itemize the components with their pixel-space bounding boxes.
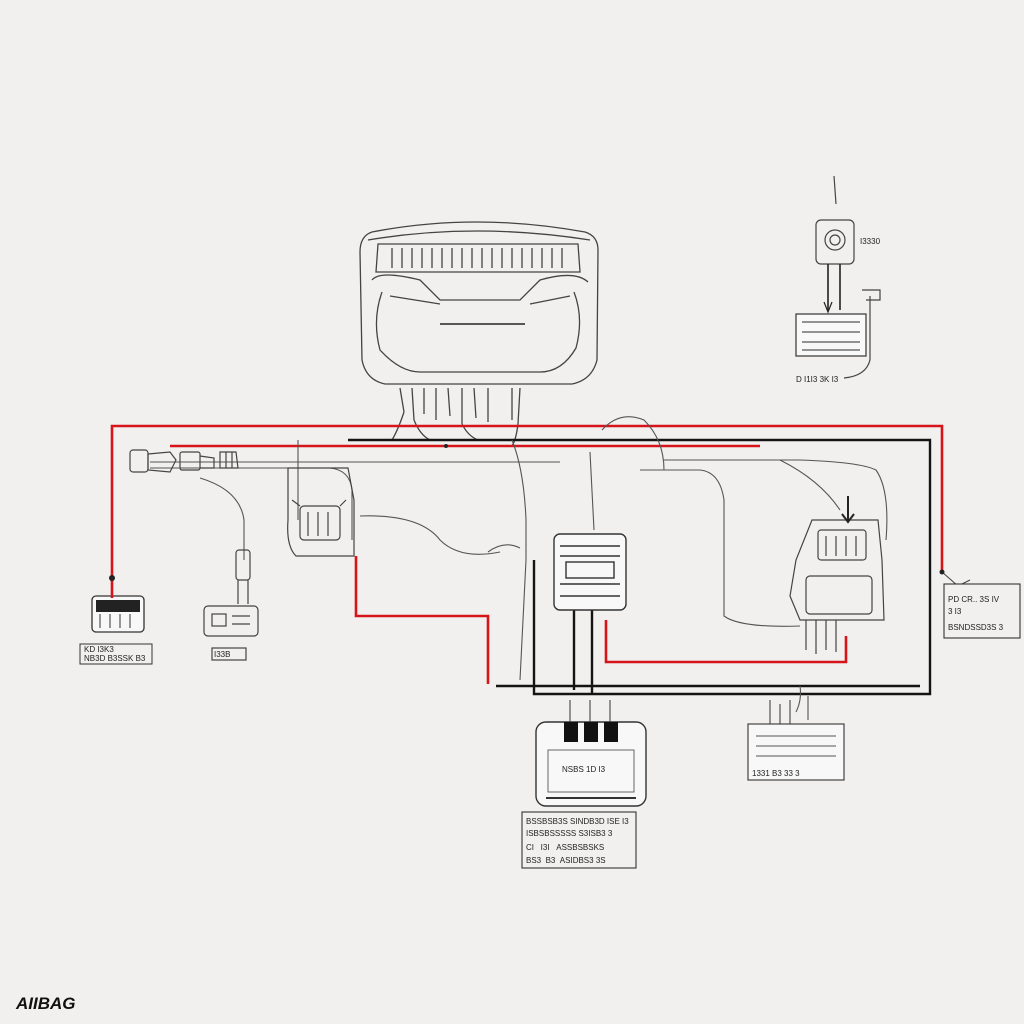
bottom-caption-line3: CI I3I ASSBSBSKS	[526, 843, 604, 852]
connector-plug-icon	[129, 449, 239, 473]
control-module-icon	[79, 586, 153, 665]
left-box-label-2: NB3D B3SSK B3	[84, 654, 146, 663]
airbag-sensor-icon	[203, 549, 259, 661]
center-module-label: NSBS 1D I3	[562, 765, 606, 774]
signal-wires	[150, 416, 888, 720]
bottom-right-module	[747, 700, 845, 781]
battery-module-icon	[535, 700, 647, 807]
bottom-caption-line1: BSSBSB3S SINDB3D ISE I3	[526, 817, 629, 826]
right-box-line3: BSNDSSD3S 3	[948, 623, 1004, 632]
bottom-right-label: 1331 B3 33 3	[752, 769, 800, 778]
left-sensor-label: I33B	[214, 650, 230, 659]
dashboard-unit-icon	[359, 221, 599, 447]
top-right-module-label: D I1I3 3K I3	[796, 375, 839, 384]
right-box-line1: PD CR.. 3S IV	[948, 595, 1000, 604]
corner-title: AIIBAG	[16, 994, 76, 1013]
left-box-label: KD I3K3	[84, 645, 145, 654]
right-info-box	[941, 571, 1021, 639]
red-wire-harness	[110, 424, 944, 684]
bottom-caption-box	[521, 811, 637, 869]
camera-sensor-icon	[795, 175, 881, 379]
top-right-chip-label: I3330	[860, 237, 881, 246]
bottom-caption-line4: BS3 B3 ASIDBS3 3S	[526, 856, 606, 865]
center-control-module	[553, 533, 627, 611]
relay-block-icon	[287, 467, 355, 557]
bottom-caption-line2: ISBSBSSSSS S3ISB3 3	[526, 829, 613, 838]
relay-block-icon	[789, 496, 885, 654]
junction-dots	[109, 444, 945, 581]
right-box-line2: 3 I3	[948, 607, 962, 616]
black-wire-harness	[348, 438, 932, 696]
